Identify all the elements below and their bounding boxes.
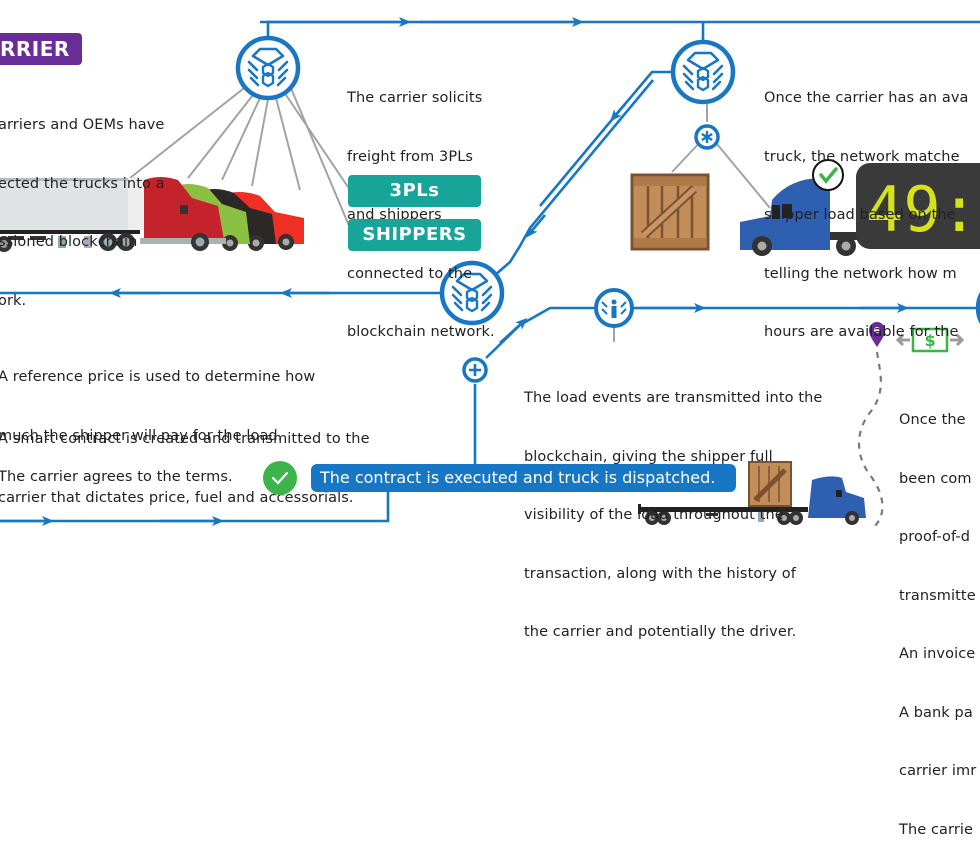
text-line: Once the: [899, 412, 966, 428]
text-line: freight from 3PLs: [347, 148, 474, 165]
3pls-box: 3PLs: [348, 175, 481, 207]
text-line: The load events are transmitted into the: [524, 390, 823, 406]
text-line: arriers and OEMs have: [0, 117, 165, 133]
text-line: transmitte: [899, 587, 976, 604]
svg-text:$: $: [924, 331, 935, 350]
location-pin-icon: [869, 322, 885, 347]
load-events-text: The load events are transmitted into the…: [524, 350, 822, 662]
delivery-route-dashed: [857, 351, 884, 529]
text-line: shipper load based on the: [764, 207, 956, 223]
asterisk-icon: [694, 124, 720, 150]
clock-digits: 49:0: [866, 173, 980, 246]
text-line: the carrier and potentially the driver.: [524, 624, 797, 640]
text-line: ork.: [0, 292, 27, 309]
text-line: visibility of the load throughout the: [524, 507, 784, 523]
wooden-crate-icon: [630, 173, 710, 251]
info-icon: [594, 288, 634, 328]
text-line: much the shipper will pay for the load.: [0, 427, 283, 444]
text-line: The carrier solicits: [347, 90, 483, 106]
text-line: hours are available for the: [764, 324, 959, 340]
text-line: carrier that dictates price, fuel and ac…: [0, 489, 354, 506]
text-line: blockchain network.: [347, 324, 495, 340]
text-line: carrier imr: [899, 763, 977, 779]
carrier-badge: RRIER: [0, 33, 82, 65]
text-line: An invoice: [899, 646, 976, 662]
blockchain-node-icon-match: [673, 42, 733, 102]
text-line: truck, the network matche: [764, 148, 960, 165]
text-line: Once the carrier has an ava: [764, 90, 969, 106]
text-line: connected to the: [347, 265, 473, 282]
checkmark-icon: [812, 159, 844, 191]
text-line: telling the network how m: [764, 265, 957, 282]
text-line: A reference price is used to determine h…: [0, 369, 316, 385]
text-line: A bank pa: [899, 704, 973, 721]
text-line: A smart contract is created and transmit…: [0, 431, 370, 447]
text-line: blockchain, giving the shipper full: [524, 448, 773, 465]
carrier-intro-text: arriers and OEMs have ected the trucks i…: [0, 77, 165, 331]
diagram-canvas: $: [0, 17, 980, 529]
blockchain-node-icon-carrier: [238, 38, 298, 98]
smart-contract-text: A smart contract is created and transmit…: [0, 391, 370, 528]
delivery-text: Once the been com proof-of-d transmitte …: [899, 372, 976, 860]
plus-icon: [462, 357, 488, 383]
dispatch-label: The contract is executed and truck is di…: [311, 464, 736, 492]
hours-clock-display: 49:0: [856, 163, 980, 249]
agreed-check-icon: [263, 461, 297, 495]
dispatched-truck-illustration: [638, 461, 866, 525]
text-line: proof-of-d: [899, 529, 971, 545]
text-line: ected the trucks into a: [0, 175, 165, 192]
shippers-box: SHIPPERS: [348, 219, 481, 251]
money-transfer-icon: $: [895, 327, 965, 353]
available-truck-illustration: [740, 178, 860, 256]
text-line: ssioned blockchain: [0, 234, 138, 250]
connector-lines: [129, 84, 771, 342]
agree-terms-text: The carrier agrees to the terms.: [0, 469, 233, 485]
flow-lines: [0, 17, 980, 526]
solicit-text: The carrier solicits freight from 3PLs a…: [347, 50, 495, 362]
truck-fleet-illustration: [0, 177, 304, 252]
text-line: transaction, along with the history of: [524, 565, 796, 582]
text-line: The carrie: [899, 821, 974, 838]
match-text: Once the carrier has an ava truck, the n…: [764, 50, 969, 362]
reference-price-text: A reference price is used to determine h…: [0, 329, 315, 466]
text-line: been com: [899, 470, 972, 487]
